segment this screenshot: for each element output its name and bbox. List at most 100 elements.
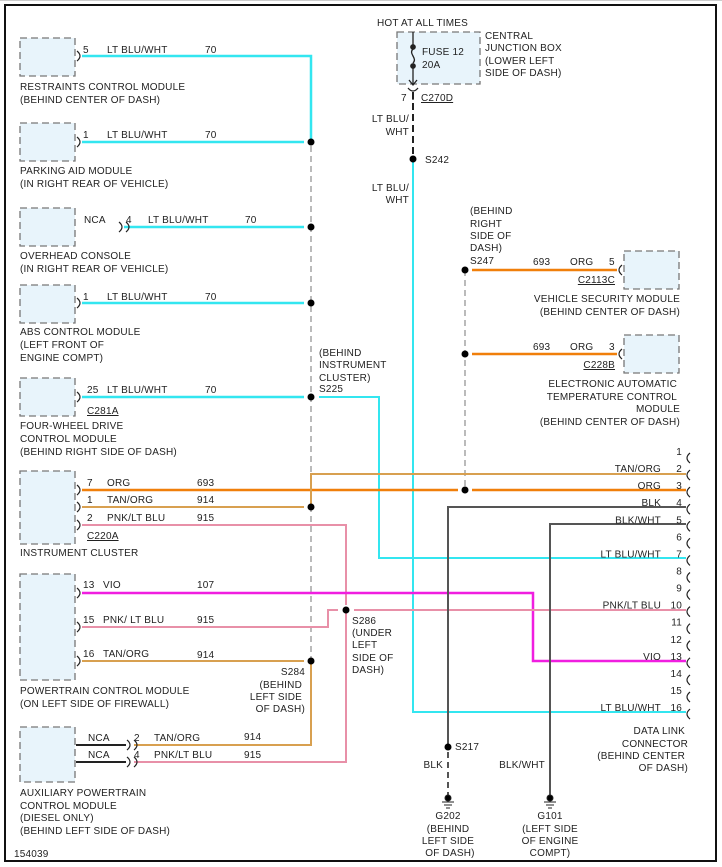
splice-dot-org (461, 486, 469, 494)
abs-location-2: ENGINE COMPT) (20, 353, 103, 364)
ic-pin-7: 7 (87, 478, 93, 489)
apcm-name-3: (DIESEL ONLY) (20, 813, 94, 824)
dlc-pin-number: 4 (676, 498, 682, 509)
dlc-name-4: OF DASH) (639, 763, 688, 774)
overhead-wire-color: LT BLU/WHT (148, 215, 209, 226)
eatc-name-1: ELECTRONIC AUTOMATIC (548, 379, 677, 390)
overhead-nca: NCA (84, 215, 106, 226)
wire-apcm-pnk (134, 610, 347, 763)
overhead-name: OVERHEAD CONSOLE (20, 251, 131, 262)
apcm-circuit-915: 915 (244, 750, 262, 761)
dlc-pin-cup-icon (686, 572, 691, 583)
connector-cup-icon (76, 655, 81, 667)
4wd-module-box (19, 377, 76, 417)
cjb-label-1: CENTRAL (485, 31, 533, 42)
apcm-pin-2: 2 (134, 733, 140, 744)
apcm-location: (BEHIND LEFT SIDE OF DASH) (20, 826, 170, 837)
s284-location-3: OF DASH) (256, 704, 305, 715)
top-border-line (0, 0, 722, 1)
dlc-pin-cup-icon (686, 657, 691, 669)
apcm-color-pnk: PNK/LT BLU (154, 750, 212, 761)
dlc-name-3: (BEHIND CENTER (597, 751, 685, 762)
dlc-pin-wire-color: LT BLU/WHT (600, 549, 661, 560)
pcm-color-vio: VIO (103, 580, 121, 591)
power-wire-label-2b: WHT (386, 195, 409, 206)
s286-location-1: (UNDER (352, 628, 392, 639)
vsm-box (623, 250, 680, 290)
connector-cup-icon (126, 739, 131, 751)
apcm-circuit-914: 914 (244, 732, 262, 743)
wire-blk-dlc4 (447, 506, 686, 745)
connector-cup-icon (118, 221, 123, 233)
s247-location-1: (BEHIND (470, 206, 513, 217)
pcm-circuit-915: 915 (197, 615, 215, 626)
abs-module-box (19, 284, 76, 324)
ic-color-org: ORG (107, 478, 130, 489)
wire-pcm-pnk (82, 609, 338, 628)
g101-location-2: OF ENGINE (522, 836, 579, 847)
wire-blkwht-dlc5 (549, 523, 686, 798)
dlc-pin-number: 10 (670, 601, 682, 612)
restraints-pin: 5 (83, 45, 89, 56)
wire-s242-to-dlc16 (412, 162, 686, 713)
connector-cup-icon (76, 391, 81, 403)
dlc-pin-cup-icon (686, 520, 691, 532)
fuse-name: FUSE 12 (422, 47, 464, 58)
abs-name: ABS CONTROL MODULE (20, 327, 141, 338)
central-junction-box (396, 31, 481, 85)
dlc-pin-wire-color: LT BLU/WHT (600, 703, 661, 714)
dlc-pin-cup-icon (686, 452, 691, 464)
hot-at-all-times: HOT AT ALL TIMES (377, 18, 468, 29)
4wd-name-2: CONTROL MODULE (20, 434, 117, 445)
dlc-name-1: DATA LINK (634, 726, 686, 737)
g202-location-3: OF DASH) (425, 848, 474, 859)
pcm-pin-13: 13 (83, 580, 95, 591)
dlc-pin-number: 6 (676, 532, 682, 543)
connector-cup-icon (76, 519, 81, 531)
pcm-circuit-107: 107 (197, 580, 215, 591)
dlc-pin-cup-icon (686, 469, 691, 481)
dlc-pin-number: 1 (676, 447, 682, 458)
power-wire-label-1a: LT BLU/ (372, 114, 409, 125)
4wd-circuit: 70 (205, 385, 217, 396)
g101-location-3: COMPT) (530, 848, 571, 859)
s247-id: S247 (470, 256, 494, 267)
restraints-wire-color: LT BLU/WHT (107, 45, 168, 56)
splice-dot-s284 (307, 657, 315, 665)
dlc-pin-cup-icon (686, 589, 691, 601)
abs-location-1: (LEFT FRONT OF (20, 340, 104, 351)
figure-id: 154039 (14, 849, 49, 860)
g202-location-1: (BEHIND (427, 824, 470, 835)
g202-wire-color: BLK (423, 760, 443, 771)
connector-cup-icon (133, 756, 138, 768)
dlc-pin-cup-icon (686, 486, 691, 498)
splice-dot-s242 (409, 155, 417, 163)
diagram-frame (4, 4, 717, 862)
dlc-pin-cup-icon (686, 537, 691, 549)
splice-dot-s217 (444, 743, 452, 751)
abs-wire-color: LT BLU/WHT (107, 292, 168, 303)
s286-location-4: DASH) (352, 665, 384, 676)
eatc-connector: C228B (583, 360, 615, 371)
dlc-pin-cup-icon (686, 708, 691, 720)
wire-tan-dlc2 (310, 473, 686, 507)
parking-wire-color: LT BLU/WHT (107, 130, 168, 141)
overhead-pin: 4 (126, 215, 132, 226)
overhead-location: (IN RIGHT REAR OF VEHICLE) (20, 264, 168, 275)
dlc-pin-wire-color: BLK/WHT (615, 515, 661, 526)
vsm-name: VEHICLE SECURITY MODULE (534, 294, 680, 305)
s284-location-2: LEFT SIDE (250, 692, 302, 703)
c270d-pin: 7 (401, 93, 407, 104)
cjb-label-4: SIDE OF DASH) (485, 68, 562, 79)
g202-id: G202 (435, 811, 461, 822)
c270d-connector: C270D (421, 93, 453, 104)
s225-location-3: CLUSTER) (319, 373, 371, 384)
dlc-pin-number: 14 (670, 669, 682, 680)
dlc-pin-number: 8 (676, 567, 682, 578)
pcm-circuit-914: 914 (197, 650, 215, 661)
connector-cup-icon (76, 297, 81, 309)
restraints-module-box (19, 37, 76, 77)
dlc-pin-number: 16 (670, 703, 682, 714)
eatc-circuit: 693 (533, 342, 551, 353)
overhead-console-box (19, 207, 76, 247)
